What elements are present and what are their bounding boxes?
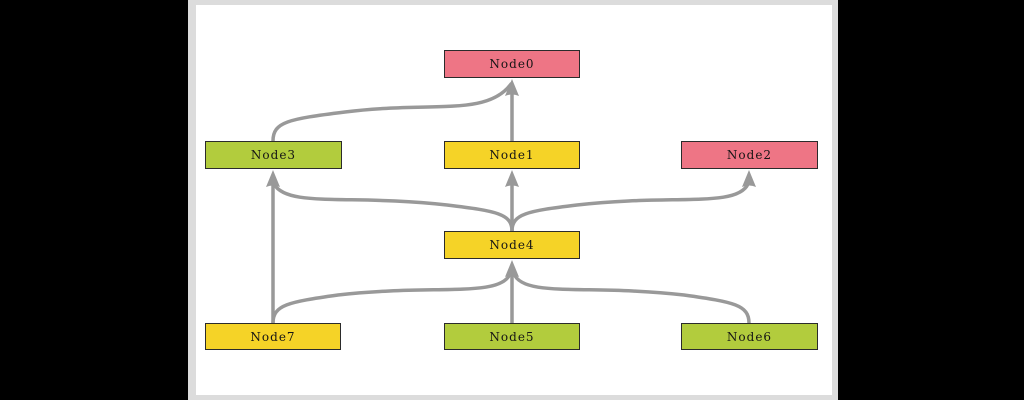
node-node2[interactable]: Node2 [681,141,818,169]
node-node3[interactable]: Node3 [205,141,342,169]
node-node2-label: Node2 [726,148,773,162]
node-node5[interactable]: Node5 [444,323,580,350]
node-node1-label: Node1 [489,148,535,162]
node-node0-label: Node0 [489,57,535,71]
node-node4-label: Node4 [489,238,535,252]
node-node1[interactable]: Node1 [444,141,580,169]
node-node3-label: Node3 [250,148,297,162]
node-node7-label: Node7 [250,329,296,344]
node-node0[interactable]: Node0 [444,50,580,78]
node-node5-label: Node5 [489,329,535,344]
node-node4[interactable]: Node4 [444,231,580,259]
node-node7[interactable]: Node7 [205,323,341,350]
node-node6[interactable]: Node6 [681,323,818,350]
node-node6-label: Node6 [726,329,773,344]
